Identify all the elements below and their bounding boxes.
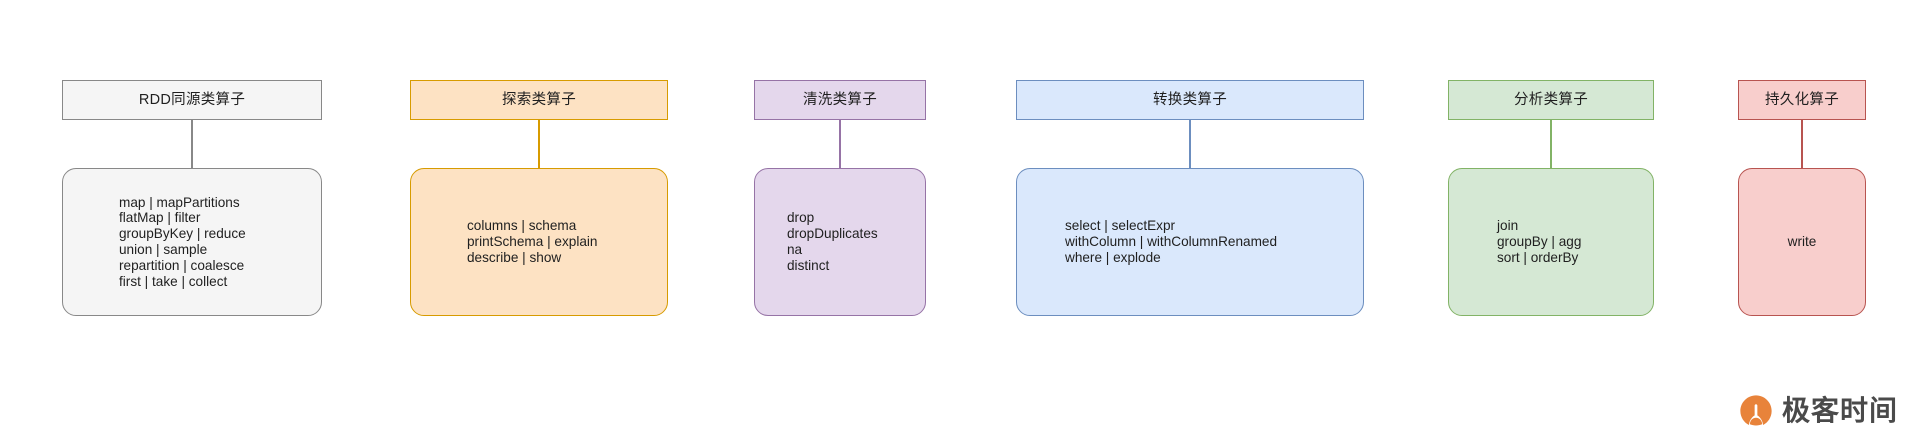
category-header-label: 持久化算子 [1765,91,1839,108]
operator-list-text: select | selectExpr withColumn | withCol… [1065,218,1278,265]
operator-list-box-cleansing[interactable]: drop dropDuplicates na distinct [754,168,926,316]
category-header-rdd-homologous[interactable]: RDD同源类算子 [62,80,322,120]
connector-line-transformation [1189,120,1191,170]
category-column-transformation: 转换类算子 select | selectExpr withColumn | wi… [1016,0,1364,442]
category-header-persistence[interactable]: 持久化算子 [1738,80,1866,120]
category-header-analysis[interactable]: 分析类算子 [1448,80,1654,120]
operator-list-text: drop dropDuplicates na distinct [787,210,878,273]
category-header-exploration[interactable]: 探索类算子 [410,80,668,120]
operator-list-box-transformation[interactable]: select | selectExpr withColumn | withCol… [1016,168,1364,316]
connector-line-analysis [1550,120,1552,170]
operator-list-text: map | mapPartitions flatMap | filter gro… [119,194,246,289]
operator-list-box-persistence[interactable]: write [1738,168,1866,316]
connector-line-rdd-homologous [191,120,193,170]
operator-list-box-rdd-homologous[interactable]: map | mapPartitions flatMap | filter gro… [62,168,322,316]
category-header-label: 分析类算子 [1514,91,1588,108]
operator-list-text: write [1787,234,1817,250]
category-header-label: 探索类算子 [502,91,576,108]
connector-line-cleansing [839,120,841,170]
connector-line-persistence [1801,120,1803,170]
category-header-label: 转换类算子 [1153,91,1227,108]
category-header-transformation[interactable]: 转换类算子 [1016,80,1364,120]
category-header-label: 清洗类算子 [803,91,877,108]
category-column-cleansing: 清洗类算子 drop dropDuplicates na distinct [754,0,926,442]
connector-line-exploration [538,120,540,170]
operator-list-box-exploration[interactable]: columns | schema printSchema | explain d… [410,168,668,316]
category-column-analysis: 分析类算子 join groupBy | agg sort | orderBy [1448,0,1654,442]
geektime-logo-icon [1740,395,1772,426]
watermark: 极客时间 [1739,394,1898,428]
operator-list-text: join groupBy | agg sort | orderBy [1497,218,1582,265]
category-column-exploration: 探索类算子 columns | schema printSchema | expl… [410,0,668,442]
category-column-persistence: 持久化算子 write [1738,0,1866,442]
category-column-rdd-homologous: RDD同源类算子 map | mapPartitions flatMap | fi… [62,0,322,442]
category-header-cleansing[interactable]: 清洗类算子 [754,80,926,120]
category-header-label: RDD同源类算子 [138,91,246,108]
operator-list-box-analysis[interactable]: join groupBy | agg sort | orderBy [1448,168,1654,316]
watermark-label: 极客时间 [1781,395,1898,426]
operator-list-text: columns | schema printSchema | explain d… [467,218,598,265]
